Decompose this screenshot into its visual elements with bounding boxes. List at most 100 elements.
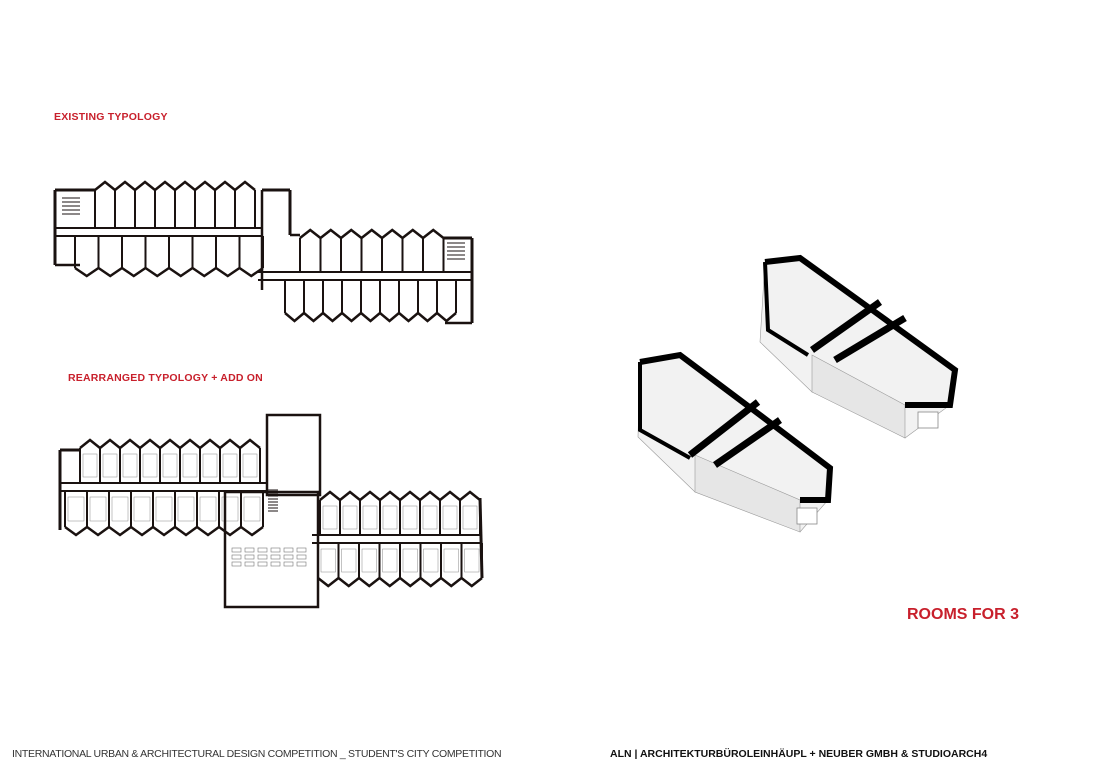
table [296, 561, 307, 567]
furniture [242, 453, 258, 478]
room-facade [174, 180, 196, 191]
existing-floor-plan [53, 180, 474, 325]
footer-authors: ALN | ARCHITEKTURBÜROLEINHÄUPL + NEUBER … [610, 748, 988, 760]
room-facade [152, 525, 176, 537]
furniture [142, 453, 158, 478]
room-facade [174, 525, 198, 537]
furniture [320, 548, 336, 573]
room-facade [459, 490, 481, 501]
room-facade [114, 180, 136, 191]
table [244, 547, 255, 553]
room-facade [194, 180, 216, 191]
table [283, 561, 294, 567]
furniture [342, 505, 358, 530]
room-facade [359, 490, 381, 501]
room-facade [440, 577, 463, 588]
furniture [382, 548, 398, 573]
wall [478, 497, 484, 579]
room-facade [139, 438, 161, 449]
room-facade [121, 266, 147, 278]
furniture [177, 496, 195, 522]
furniture [67, 496, 85, 522]
rearranged-typology-label: REARRANGED TYPOLOGY + ADD ON [68, 372, 263, 384]
room-facade [439, 490, 461, 501]
furniture [464, 548, 480, 573]
room-facade [214, 180, 236, 191]
furniture [402, 548, 418, 573]
room-facade [191, 266, 217, 278]
rooms-for-3-label: ROOMS FOR 3 [907, 606, 1020, 623]
room-facade [436, 312, 457, 323]
room-facade [319, 490, 341, 501]
table [296, 554, 307, 560]
room-facade [79, 438, 101, 449]
furniture [82, 453, 98, 478]
add-on-tower [265, 413, 322, 497]
room-facade [303, 312, 324, 323]
table [244, 561, 255, 567]
room-facade [179, 438, 201, 449]
furniture [133, 496, 151, 522]
room-facade [130, 525, 154, 537]
furniture [202, 453, 218, 478]
existing-typology-label: EXISTING TYPOLOGY [54, 111, 168, 123]
room-facade [159, 438, 181, 449]
room-facade [360, 228, 383, 239]
furniture [222, 453, 238, 478]
furniture [341, 548, 357, 573]
room-facade [381, 228, 404, 239]
furniture [322, 505, 338, 530]
isometric-rooms [637, 254, 959, 533]
room-facade [379, 490, 401, 501]
room-facade [94, 180, 116, 191]
table [257, 554, 268, 560]
furniture [442, 505, 458, 530]
room-facade [154, 180, 176, 191]
isometric-room-unit [637, 351, 834, 533]
furniture [89, 496, 107, 522]
common-room [223, 490, 320, 609]
table [244, 554, 255, 560]
room-facade [74, 266, 100, 278]
room-facade [337, 577, 360, 588]
furniture [462, 505, 478, 530]
table [231, 554, 242, 560]
footer-competition: INTERNATIONAL URBAN & ARCHITECTURAL DESI… [12, 748, 502, 760]
table [270, 554, 281, 560]
table [283, 547, 294, 553]
furniture [111, 496, 129, 522]
table [257, 561, 268, 567]
table [270, 561, 281, 567]
table [270, 547, 281, 553]
furniture [382, 505, 398, 530]
room-facade [97, 266, 123, 278]
room-facade [240, 525, 264, 537]
room-facade [379, 312, 400, 323]
room-facade [215, 266, 241, 278]
furniture [422, 505, 438, 530]
room-facade [168, 266, 194, 278]
table [283, 554, 294, 560]
room-facade [398, 312, 419, 323]
table [231, 547, 242, 553]
room-facade [399, 490, 421, 501]
room-facade [238, 266, 264, 278]
table [257, 547, 268, 553]
room-facade [322, 312, 343, 323]
room-facade [378, 577, 401, 588]
room-facade [417, 312, 438, 323]
isometric-room-unit [759, 254, 959, 439]
room-facade [99, 438, 121, 449]
furniture [443, 548, 459, 573]
furniture [402, 505, 418, 530]
furniture [199, 496, 217, 522]
room-facade [284, 312, 305, 323]
room-facade [460, 577, 483, 588]
room-facade [134, 180, 156, 191]
room-facade [419, 490, 441, 501]
furniture [182, 453, 198, 478]
furniture [362, 505, 378, 530]
room-facade [299, 228, 322, 239]
furniture [243, 496, 261, 522]
